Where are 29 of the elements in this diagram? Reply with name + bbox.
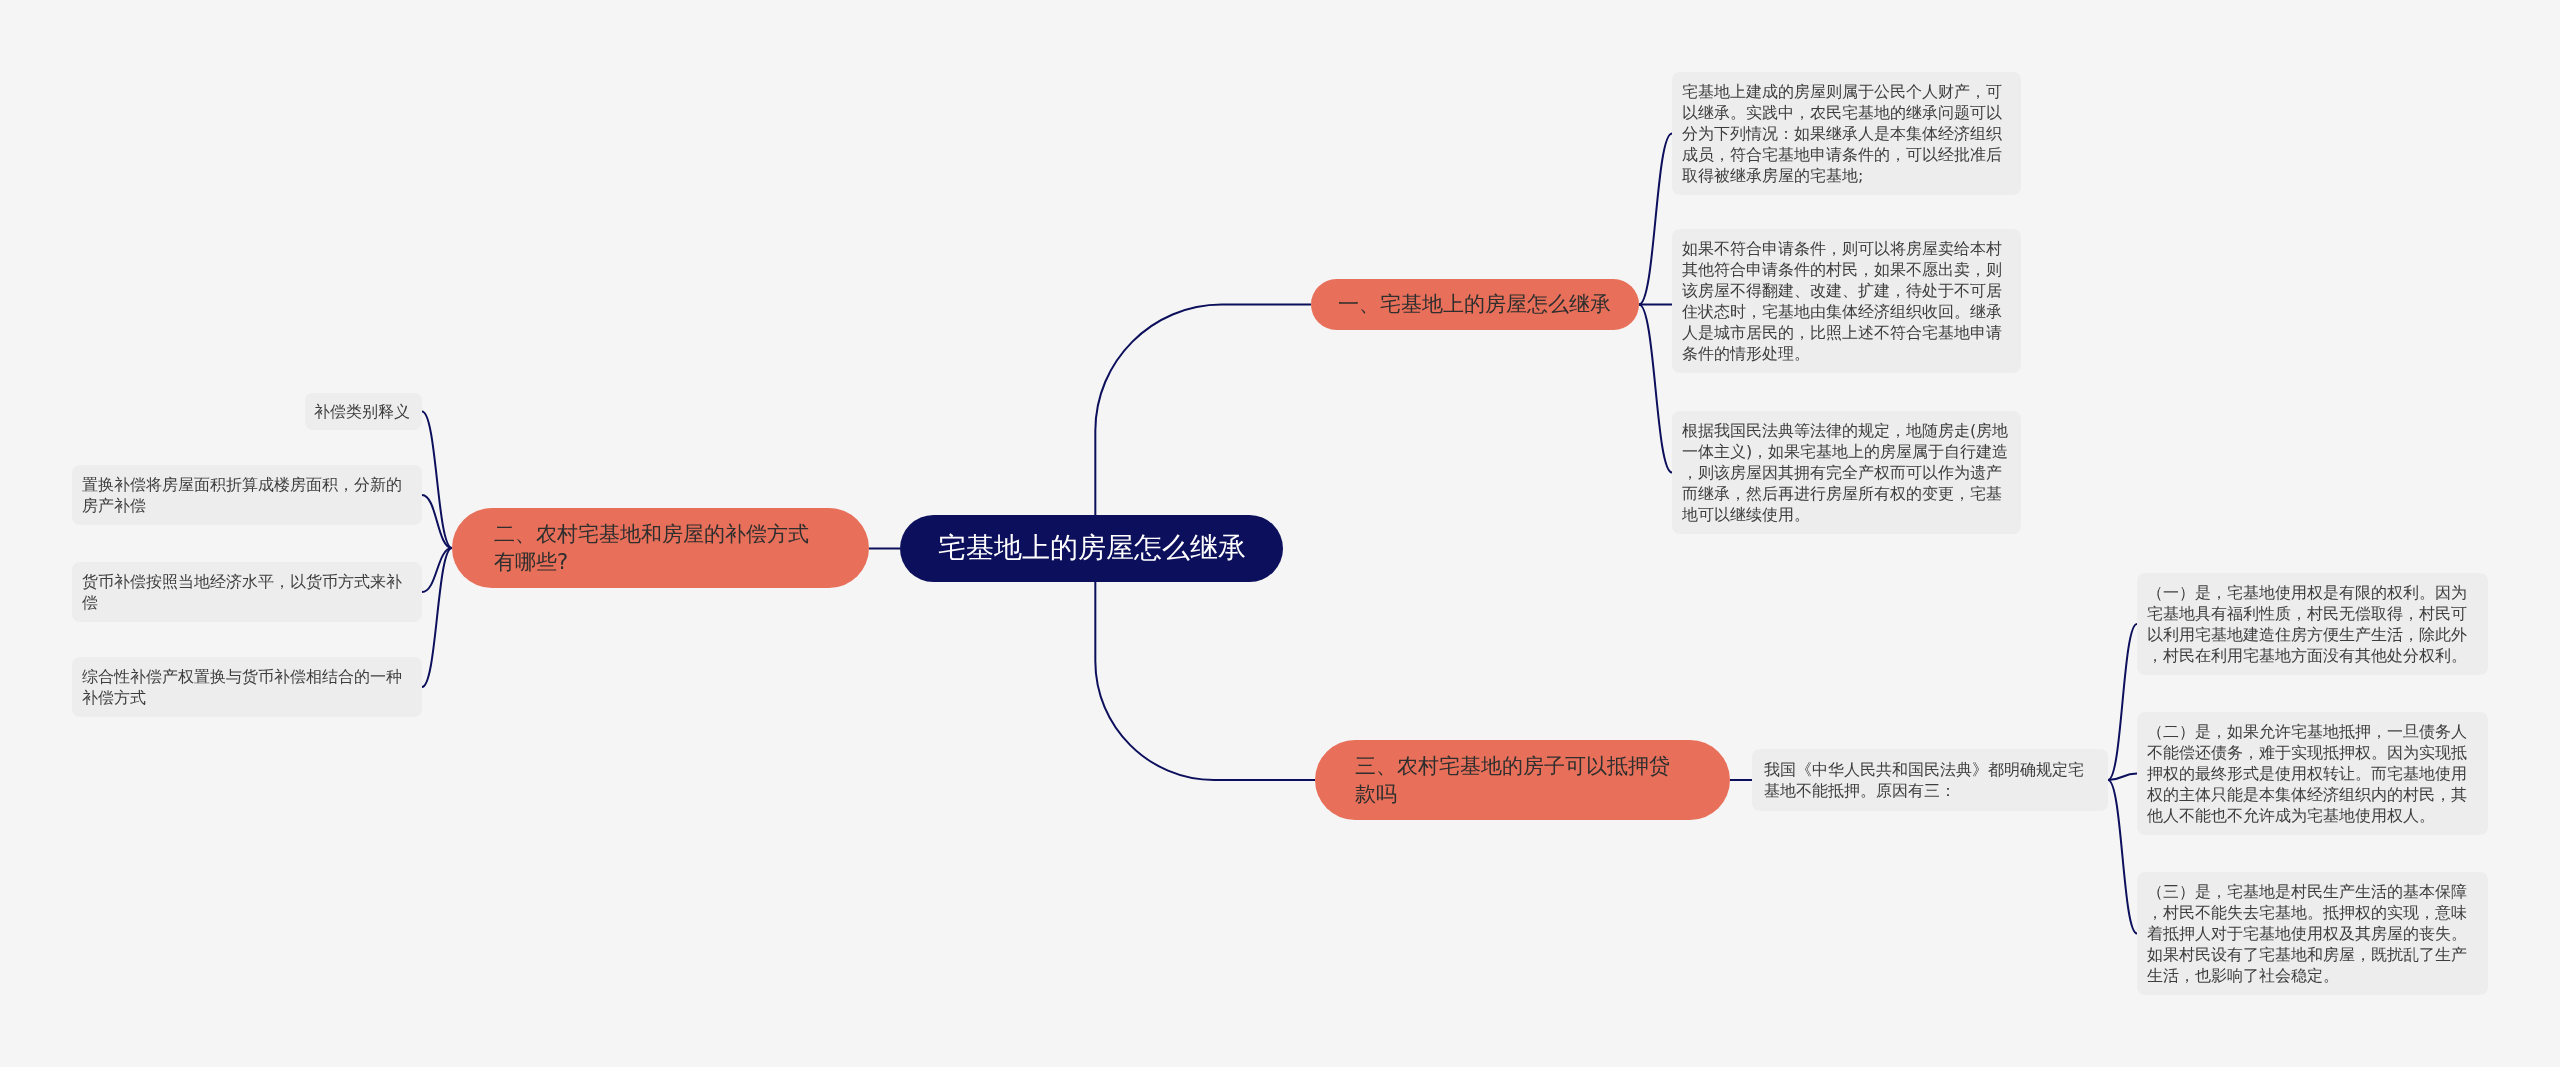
text-box: 我国《中华人民共和国民法典》都明确规定宅基地不能抵押。原因有三：: [1752, 749, 2108, 811]
connector-line: [1094, 303, 1312, 516]
branch-topic: 二、农村宅基地和房屋的补偿方式有哪些?: [452, 508, 869, 588]
text-box: （三）是，宅基地是村民生产生活的基本保障，村民不能失去宅基地。抵押权的实现，意味着抵押人对于宅基地使用权及其房屋的丧失。如果村民设有了宅基地和房屋，既扰乱了生产生活，也影响了社会稳定。: [2137, 872, 2488, 995]
connector-line: [1094, 581, 1316, 781]
connector-line: [868, 547, 901, 550]
connector-line: [1638, 132, 1673, 306]
connector-line: [421, 410, 453, 549]
connector-line: [2107, 779, 2138, 935]
text-box: 补偿类别释义: [305, 393, 422, 430]
connector-line: [421, 547, 453, 593]
connector-line: [1638, 303, 1673, 306]
branch-topic: 一、宅基地上的房屋怎么继承: [1311, 279, 1639, 330]
connector-line: [421, 494, 453, 549]
branch-topic: 三、农村宅基地的房子可以抵押贷款吗: [1315, 740, 1730, 820]
connector-line: [2107, 772, 2138, 781]
connector-line: [1638, 303, 1673, 474]
text-box: 宅基地上建成的房屋则属于公民个人财产，可以继承。实践中，农民宅基地的继承问题可以分为下列情况：如果继承人是本集体经济组织成员，符合宅基地申请条件的，可以经批准后取得被继承房屋的宅基地;: [1672, 72, 2021, 195]
connector-line: [1729, 779, 1753, 781]
text-box: 综合性补偿产权置换与货币补偿相结合的一种补偿方式: [72, 657, 422, 717]
connector-line: [2107, 623, 2138, 781]
text-box: 置换补偿将房屋面积折算成楼房面积，分新的房产补偿: [72, 465, 422, 525]
central-topic: 宅基地上的房屋怎么继承: [900, 515, 1283, 582]
connector-line: [421, 547, 453, 688]
text-box: 如果不符合申请条件，则可以将房屋卖给本村其他符合申请条件的村民，如果不愿出卖，则该房屋不得翻建、改建、扩建，待处于不可居住状态时，宅基地由集体经济组织收回。继承人是城市居民的，比照上述不符合宅基地申请条件的情形处理。: [1672, 229, 2021, 373]
text-box: （一）是，宅基地使用权是有限的权利。因为宅基地具有福利性质，村民无偿取得，村民可以利用宅基地建造住房方便生产生活，除此外，村民在利用宅基地方面没有其他处分权利。: [2137, 573, 2488, 675]
text-box: 货币补偿按照当地经济水平，以货币方式来补偿: [72, 562, 422, 622]
text-box: 根据我国民法典等法律的规定，地随房走(房地一体主义)，如果宅基地上的房屋属于自行建造，则该房屋因其拥有完全产权而可以作为遗产而继承，然后再进行房屋所有权的变更，宅基地可以继续使用。: [1672, 411, 2021, 534]
text-box: （二）是，如果允许宅基地抵押，一旦债务人不能偿还债务，难于实现抵押权。因为实现抵押权的最终形式是使用权转让。而宅基地使用权的主体只能是本集体经济组织内的村民，其他人不能也不允许成为宅基地使用权人。: [2137, 712, 2488, 835]
